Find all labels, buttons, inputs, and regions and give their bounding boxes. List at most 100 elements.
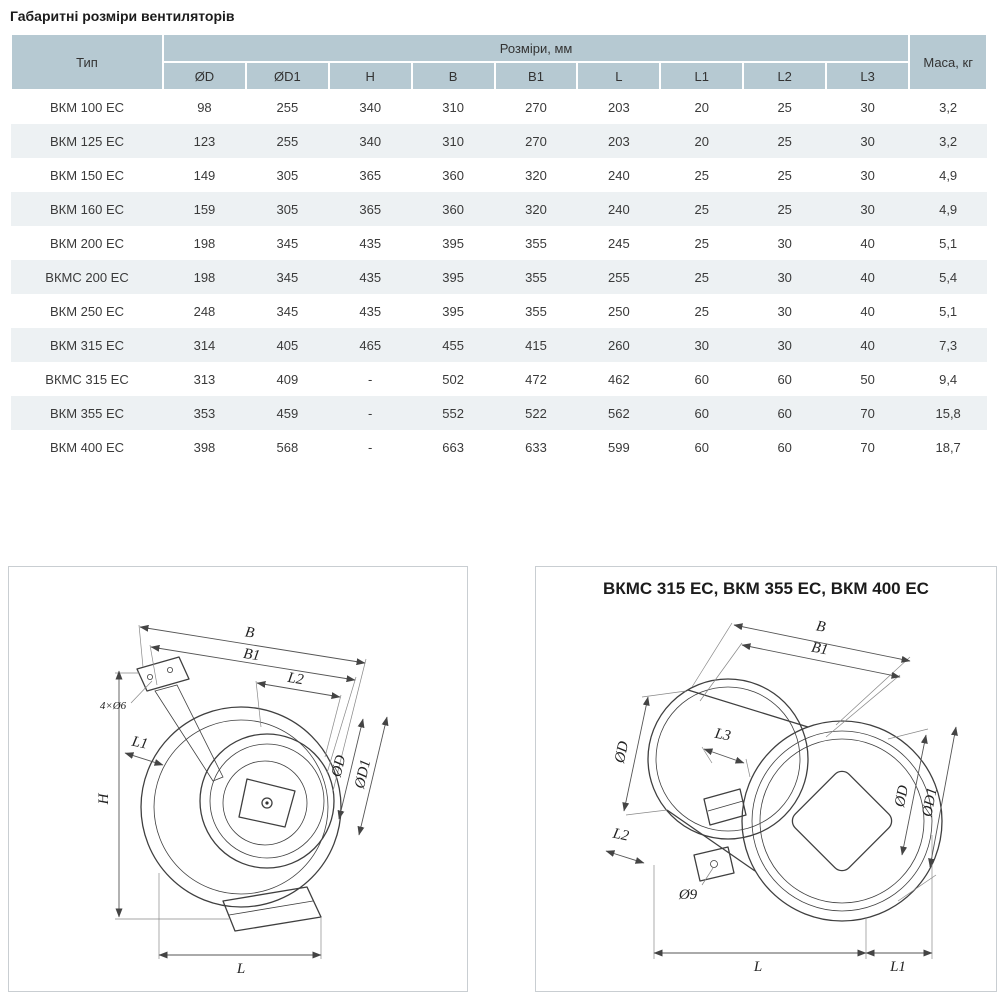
cell-dim: 405 <box>276 337 299 353</box>
cell-dim: 355 <box>525 235 547 251</box>
cell-mass: 4,9 <box>939 167 958 183</box>
cell-dim: 248 <box>193 303 216 319</box>
cell-dim: - <box>368 371 373 387</box>
dim-label-l1: L1 <box>889 959 906 975</box>
cell-dim: 60 <box>777 371 792 387</box>
cell-dim: 310 <box>442 100 464 115</box>
cell-dim: 552 <box>442 405 464 421</box>
cell-dim: 149 <box>193 167 216 183</box>
cell-dim: 459 <box>276 405 299 421</box>
col-header-dim-od: ØD <box>162 61 247 91</box>
cell-dim: 60 <box>694 405 710 421</box>
cell-dim: 255 <box>276 133 299 149</box>
cell-dim: 30 <box>777 235 792 251</box>
cell-mass: 5,1 <box>939 235 958 251</box>
cell-dim: 25 <box>777 133 792 149</box>
col-header-dim-h: H <box>327 61 413 91</box>
cell-dim: 313 <box>193 371 216 387</box>
cell-mass: 3,2 <box>939 133 958 149</box>
cell-dim: 310 <box>442 133 464 149</box>
cell-dim: 255 <box>276 100 299 115</box>
dim-label-d9: Ø9 <box>678 887 698 903</box>
col-header-dim-b: B <box>410 61 496 91</box>
dim-label-b1: B1 <box>810 640 829 659</box>
dimension-labels: B B1 L2 4×Ø6 ØD ØD1 H L1 L <box>96 624 374 977</box>
cell-dim: 25 <box>694 167 710 183</box>
col-header-dim-l3: L3 <box>825 61 911 91</box>
cell-dim: 502 <box>442 371 464 387</box>
cell-dim: 353 <box>193 405 216 421</box>
cell-mass: 9,4 <box>939 371 958 387</box>
cell-mass: 15,8 <box>935 405 961 421</box>
cell-dim: 455 <box>442 337 464 353</box>
cell-dim: 60 <box>694 439 710 455</box>
cell-dim: 25 <box>694 303 710 319</box>
cell-dim: 305 <box>276 201 299 217</box>
left-fan-drawing: B B1 L2 4×Ø6 ØD ØD1 H L1 L <box>96 624 389 977</box>
dim-label-l3: L3 <box>712 726 732 745</box>
cell-type: ВКМ 100 ЕС <box>49 100 125 115</box>
cell-dim: 568 <box>276 439 299 455</box>
dim-label-l2: L2 <box>610 825 630 844</box>
cell-dim: 435 <box>359 303 382 319</box>
page-title: Габаритні розміри вентиляторів <box>10 8 235 24</box>
dimension-lines <box>115 624 389 959</box>
cell-dim: 60 <box>694 371 710 387</box>
cell-dim: 123 <box>193 133 216 149</box>
subheader-row: ØD ØD1 H B B1 L L1 L2 L3 <box>11 61 987 91</box>
col-header-dims: Розміри, мм <box>161 33 911 63</box>
cell-dim: 98 <box>197 100 212 115</box>
cell-dim: 240 <box>608 201 630 217</box>
cell-dim: 260 <box>608 337 630 353</box>
drawing-right-box: ВКМС 315 ЕС, ВКМ 355 ЕС, ВКМ 400 ЕС <box>535 566 997 992</box>
cell-dim: 198 <box>193 269 216 285</box>
dim-label-od-left: ØD <box>612 740 632 766</box>
cell-type: ВКМ 400 ЕС <box>49 439 125 455</box>
cell-dim: 462 <box>608 371 630 387</box>
cell-mass: 3,2 <box>939 100 958 115</box>
cell-type: ВКМ 355 ЕС <box>49 405 125 421</box>
cell-dim: 340 <box>359 133 382 149</box>
dim-label-b: B <box>815 618 827 635</box>
cell-dim: 409 <box>276 371 299 387</box>
cell-type: ВКМ 200 ЕС <box>49 235 125 251</box>
cell-dim: 599 <box>608 439 630 455</box>
cell-dim: 355 <box>525 303 547 319</box>
cell-dim: 360 <box>442 201 464 217</box>
cell-dim: 60 <box>777 439 792 455</box>
cell-dim: 30 <box>860 100 875 115</box>
dim-label-od: ØD <box>329 754 350 780</box>
cell-dim: 305 <box>276 167 299 183</box>
dim-label-l1: L1 <box>129 733 149 752</box>
dimensions-table: Тип Розміри, мм Маса, кг ØD ØD1 H B B1 L… <box>10 33 989 464</box>
cell-dim: - <box>368 439 373 455</box>
dim-label-l: L <box>236 961 245 977</box>
dimension-labels: B B1 ØD L3 L2 Ø9 L L1 ØD ØD1 <box>610 618 940 975</box>
cell-dim: 20 <box>694 100 710 115</box>
cell-dim: 30 <box>777 303 792 319</box>
cell-dim: 465 <box>359 337 382 353</box>
cell-mass: 5,4 <box>939 269 958 285</box>
cell-dim: 159 <box>193 201 216 217</box>
cell-type: ВКМ 150 ЕС <box>49 167 125 183</box>
cell-dim: 40 <box>860 337 875 353</box>
cell-dim: 415 <box>525 337 547 353</box>
table-header: Тип Розміри, мм Маса, кг ØD ØD1 H B B1 L… <box>10 33 989 91</box>
dimension-lines <box>605 623 958 957</box>
cell-dim: - <box>368 405 373 421</box>
cell-mass: 5,1 <box>939 303 958 319</box>
cell-dim: 30 <box>860 133 875 149</box>
cell-dim: 40 <box>860 303 875 319</box>
cell-dim: 395 <box>442 269 464 285</box>
cell-dim: 25 <box>777 201 792 217</box>
dim-label-holes: 4×Ø6 <box>100 700 127 712</box>
